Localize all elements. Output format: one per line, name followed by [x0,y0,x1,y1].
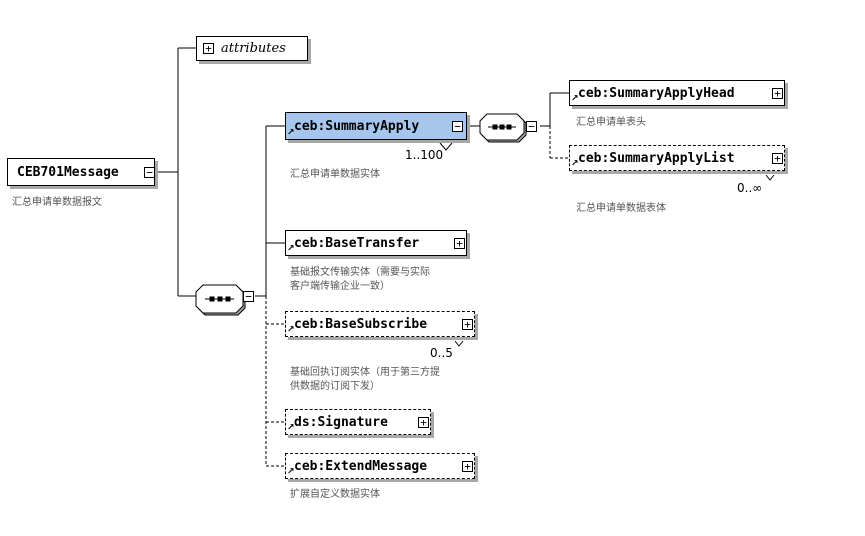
base-subscribe-description-line1: 基础回执订阅实体（用于第三方提 [290,367,440,378]
summary-apply-list-node[interactable]: ceb:SummaryApplyList ↗ + [569,145,785,171]
collapse-icon[interactable]: − [526,121,537,132]
sequence-compositor-main [195,284,246,316]
signature-label: ds:Signature [294,414,388,430]
base-subscribe-label: ceb:BaseSubscribe [294,316,428,332]
attributes-label: attributes [221,41,286,56]
base-transfer-node[interactable]: ceb:BaseTransfer ↗ + [285,230,467,256]
summary-apply-list-description: 汇总申请单数据表体 [576,203,666,214]
reference-arrow-icon: ↗ [287,467,295,477]
expand-icon[interactable]: + [772,153,783,164]
reference-arrow-icon: ↗ [287,325,295,335]
expand-icon[interactable]: + [418,417,429,428]
reference-arrow-icon: ↗ [287,423,295,433]
expand-icon[interactable]: + [454,238,465,249]
base-subscribe-cardinality: 0..5 [430,346,453,360]
summary-apply-head-label: ceb:SummaryApplyHead [578,85,735,101]
summary-apply-list-label: ceb:SummaryApplyList [578,150,735,166]
base-subscribe-node[interactable]: ceb:BaseSubscribe ↗ + [285,311,475,337]
root-element-label: CEB701Message [17,164,119,180]
extend-message-description: 扩展自定义数据实体 [290,489,380,500]
expand-icon[interactable]: + [462,461,473,472]
reference-arrow-icon: ↗ [287,128,295,138]
base-transfer-description-line2: 客户端传输企业一致） [290,281,390,292]
base-transfer-label: ceb:BaseTransfer [294,235,420,251]
extend-message-node[interactable]: ceb:ExtendMessage ↗ + [285,453,475,479]
signature-node[interactable]: ds:Signature ↗ + [285,409,431,435]
summary-apply-head-node[interactable]: ceb:SummaryApplyHead ↗ + [569,80,785,106]
summary-apply-cardinality: 1..100 [405,148,444,162]
root-element-description: 汇总申请单数据报文 [12,197,102,208]
collapse-icon[interactable]: − [144,167,155,178]
reference-arrow-icon: ↗ [287,244,295,254]
collapse-icon[interactable]: − [452,121,463,132]
summary-apply-head-description: 汇总申请单表头 [576,117,646,128]
base-transfer-description-line1: 基础报文传输实体（需要与实际 [290,267,430,278]
extend-message-label: ceb:ExtendMessage [294,458,428,474]
expand-icon[interactable]: + [772,88,783,99]
summary-apply-list-cardinality: 0..∞ [737,181,763,195]
summary-apply-description: 汇总申请单数据实体 [290,169,380,180]
sequence-compositor-summary [479,113,527,143]
summary-apply-label: ceb:SummaryApply [294,118,420,134]
base-subscribe-description-line2: 供数据的订阅下发） [290,381,380,392]
expand-icon[interactable]: + [462,319,473,330]
reference-arrow-icon: ↗ [571,159,579,169]
collapse-icon[interactable]: − [243,291,254,302]
reference-arrow-icon: ↗ [571,94,579,104]
attributes-node[interactable]: + attributes [196,36,308,61]
expand-icon[interactable]: + [203,43,214,54]
root-element-node[interactable]: CEB701Message − [7,158,155,186]
summary-apply-node[interactable]: ceb:SummaryApply ↗ − [285,112,467,140]
